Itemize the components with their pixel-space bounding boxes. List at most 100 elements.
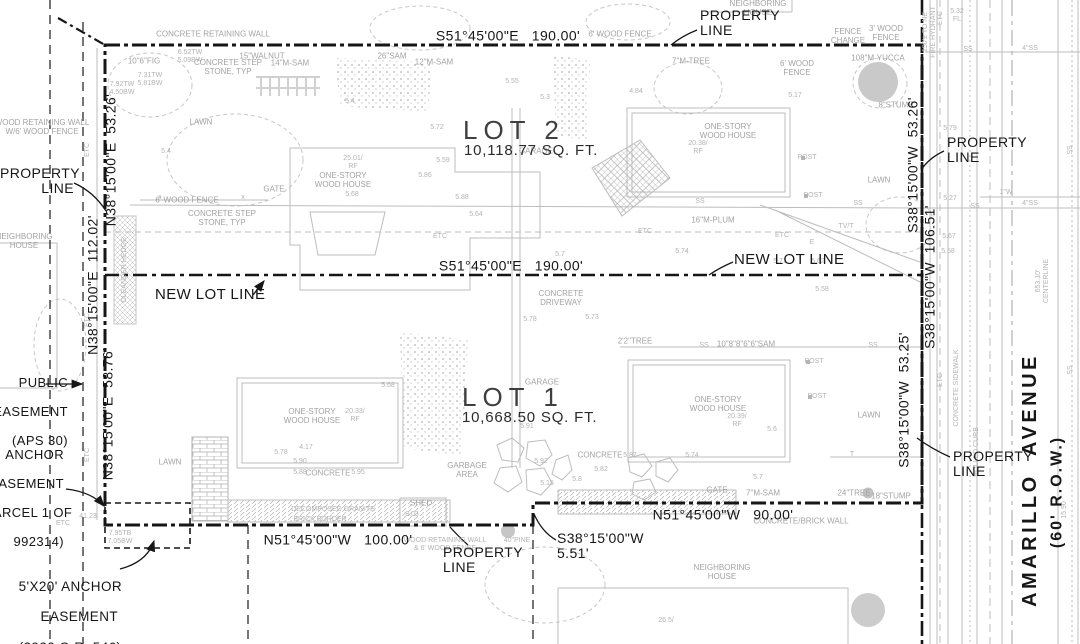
map-label: 12"M-SAM xyxy=(414,57,454,67)
map-label: 4.84 xyxy=(629,87,643,95)
map-label: CONCRETE xyxy=(577,450,623,460)
map-label: 18"STUMP xyxy=(871,491,911,501)
map-label: 5.67 xyxy=(942,232,956,240)
map-label: 7"M-SAM xyxy=(746,488,780,498)
map-label: NEIGHBORING HOUSE xyxy=(0,231,53,250)
map-label: BRICK BORDER xyxy=(293,515,347,523)
street-row: (60' R.O.W.) xyxy=(1048,435,1066,549)
map-label: 5.59 xyxy=(436,156,450,164)
map-label: 653.10' CENTERLINE xyxy=(1034,258,1050,304)
map-label: 5.92 xyxy=(534,457,548,465)
map-label: 5.78 xyxy=(274,448,288,456)
map-label: GARAGE xyxy=(524,377,560,387)
map-label: SS xyxy=(695,197,705,205)
map-label: ETC xyxy=(433,232,447,240)
map-label: x xyxy=(241,193,245,201)
map-label: 5.58 xyxy=(941,247,955,255)
map-label: SHED xyxy=(409,498,433,508)
map-label: 5.32 FL xyxy=(950,7,964,23)
map-label: 5.3 xyxy=(540,93,550,101)
map-label: 10"6"FIG xyxy=(127,56,161,66)
map-label: 2'2"TREE xyxy=(617,336,653,346)
map-label: 1"W xyxy=(999,188,1013,196)
map-label: 5.58 xyxy=(815,285,829,293)
map-label: 5.17 xyxy=(788,91,802,99)
anchor-easement-parcel1-note: ANCHOR EASEMENT (PARCEL 1 OF 992314) xyxy=(0,446,73,549)
map-label: SS xyxy=(868,341,878,349)
map-label: 26.5/ xyxy=(658,616,674,624)
map-label: LAWN xyxy=(867,175,891,185)
map-label: 4"SS xyxy=(1022,44,1038,52)
map-label: SS xyxy=(970,202,980,210)
map-label: 5.91 xyxy=(520,422,534,430)
map-label: CONCRETE/BRICK WALL xyxy=(753,516,849,526)
property-boundary-line xyxy=(103,43,924,527)
map-label: 5.27 xyxy=(943,194,957,202)
map-label: CONCRETE RETAINING WALL xyxy=(156,29,270,39)
map-label: 4"SS xyxy=(1022,199,1038,207)
map-label: POST xyxy=(797,153,817,161)
map-label: 5.90 xyxy=(293,457,307,465)
map-label: 40"PINE xyxy=(503,536,531,544)
map-label: 8"STUMP xyxy=(878,100,914,110)
map-label: SS xyxy=(1066,365,1074,375)
map-label: 5.88 xyxy=(455,193,469,201)
map-label: LAWN xyxy=(857,410,881,420)
map-label: 5.8 xyxy=(572,475,582,483)
map-label: T xyxy=(849,450,855,458)
map-label: ETC xyxy=(83,143,91,157)
map-label: 5.88 xyxy=(293,468,307,476)
callout-new-lot-line-left: NEW LOT LINE xyxy=(155,286,266,303)
map-label: 26"SAM xyxy=(377,51,407,61)
anchor-easement-5x20-note: 5'X20' ANCHOR EASEMENT (2920 O.R. 546) (… xyxy=(18,579,123,644)
map-label: CONCRETE DRIVEWAY xyxy=(538,288,584,307)
map-label: E xyxy=(809,238,815,246)
map-label: ETC xyxy=(56,519,70,527)
map-label: 24"TREE xyxy=(837,488,871,498)
bearing-new-lot-line: S51°45'00"E 190.00' xyxy=(438,257,584,274)
map-label: 5.71 xyxy=(773,257,787,265)
map-label: FENCE CHANGE xyxy=(830,26,866,45)
map-label: CONCRETE xyxy=(305,468,351,478)
lot1-title: LOT 1 xyxy=(462,382,564,412)
map-label: 5.78 xyxy=(523,315,537,323)
callout-leaders xyxy=(46,29,951,570)
map-label: 41.23 xyxy=(79,512,97,520)
map-label: CONCRETE SIDEWALK xyxy=(952,349,960,427)
map-label: 3' WOOD FENCE xyxy=(869,23,903,42)
map-label: LAWN xyxy=(189,117,213,127)
bearing-east-lot1: S38°15'00"W 53.25' xyxy=(895,332,912,468)
map-label: 25.01/ RF xyxy=(343,154,363,170)
map-label: 5.74 xyxy=(675,247,689,255)
map-label: ETC xyxy=(83,448,91,462)
map-label: 15"WALNUT xyxy=(239,51,285,61)
map-label: DECOMPOSED GRANITE xyxy=(291,505,375,513)
bearing-south-west: N51°45'00"W 100.00' xyxy=(263,531,413,548)
map-label: 5.74 xyxy=(685,451,699,459)
bearing-west-lot2: N38°15'00"E 53.26' xyxy=(102,93,119,227)
map-label: 5.86 xyxy=(418,171,432,179)
map-label: 7.92TW 4.50BW xyxy=(109,80,135,96)
map-label: ETC xyxy=(638,227,652,235)
map-label: 7.31TW 5.81BW xyxy=(137,71,163,87)
lot1-area: 10,668.50 SQ. FT. xyxy=(462,409,598,426)
map-label: 5.82 xyxy=(594,465,608,473)
map-label: 5.6 xyxy=(767,425,777,433)
map-label: 5.55 xyxy=(505,77,519,85)
map-label: 5.62 xyxy=(811,257,825,265)
map-label: NEIGHBORING HOUSE xyxy=(693,562,751,581)
map-label: 16"M-PLUM xyxy=(691,215,735,225)
map-label: TV/T xyxy=(838,222,854,230)
map-label: POST xyxy=(803,191,823,199)
map-label: GATE xyxy=(263,184,285,194)
map-label: ETC xyxy=(936,373,944,387)
map-label: 5.68 xyxy=(345,190,359,198)
hatch-areas xyxy=(113,55,898,627)
map-label: 5.79 xyxy=(943,124,957,132)
lot2-title: LOT 2 xyxy=(463,115,565,145)
map-label: NEIGHBORING HOUSE xyxy=(729,0,787,17)
